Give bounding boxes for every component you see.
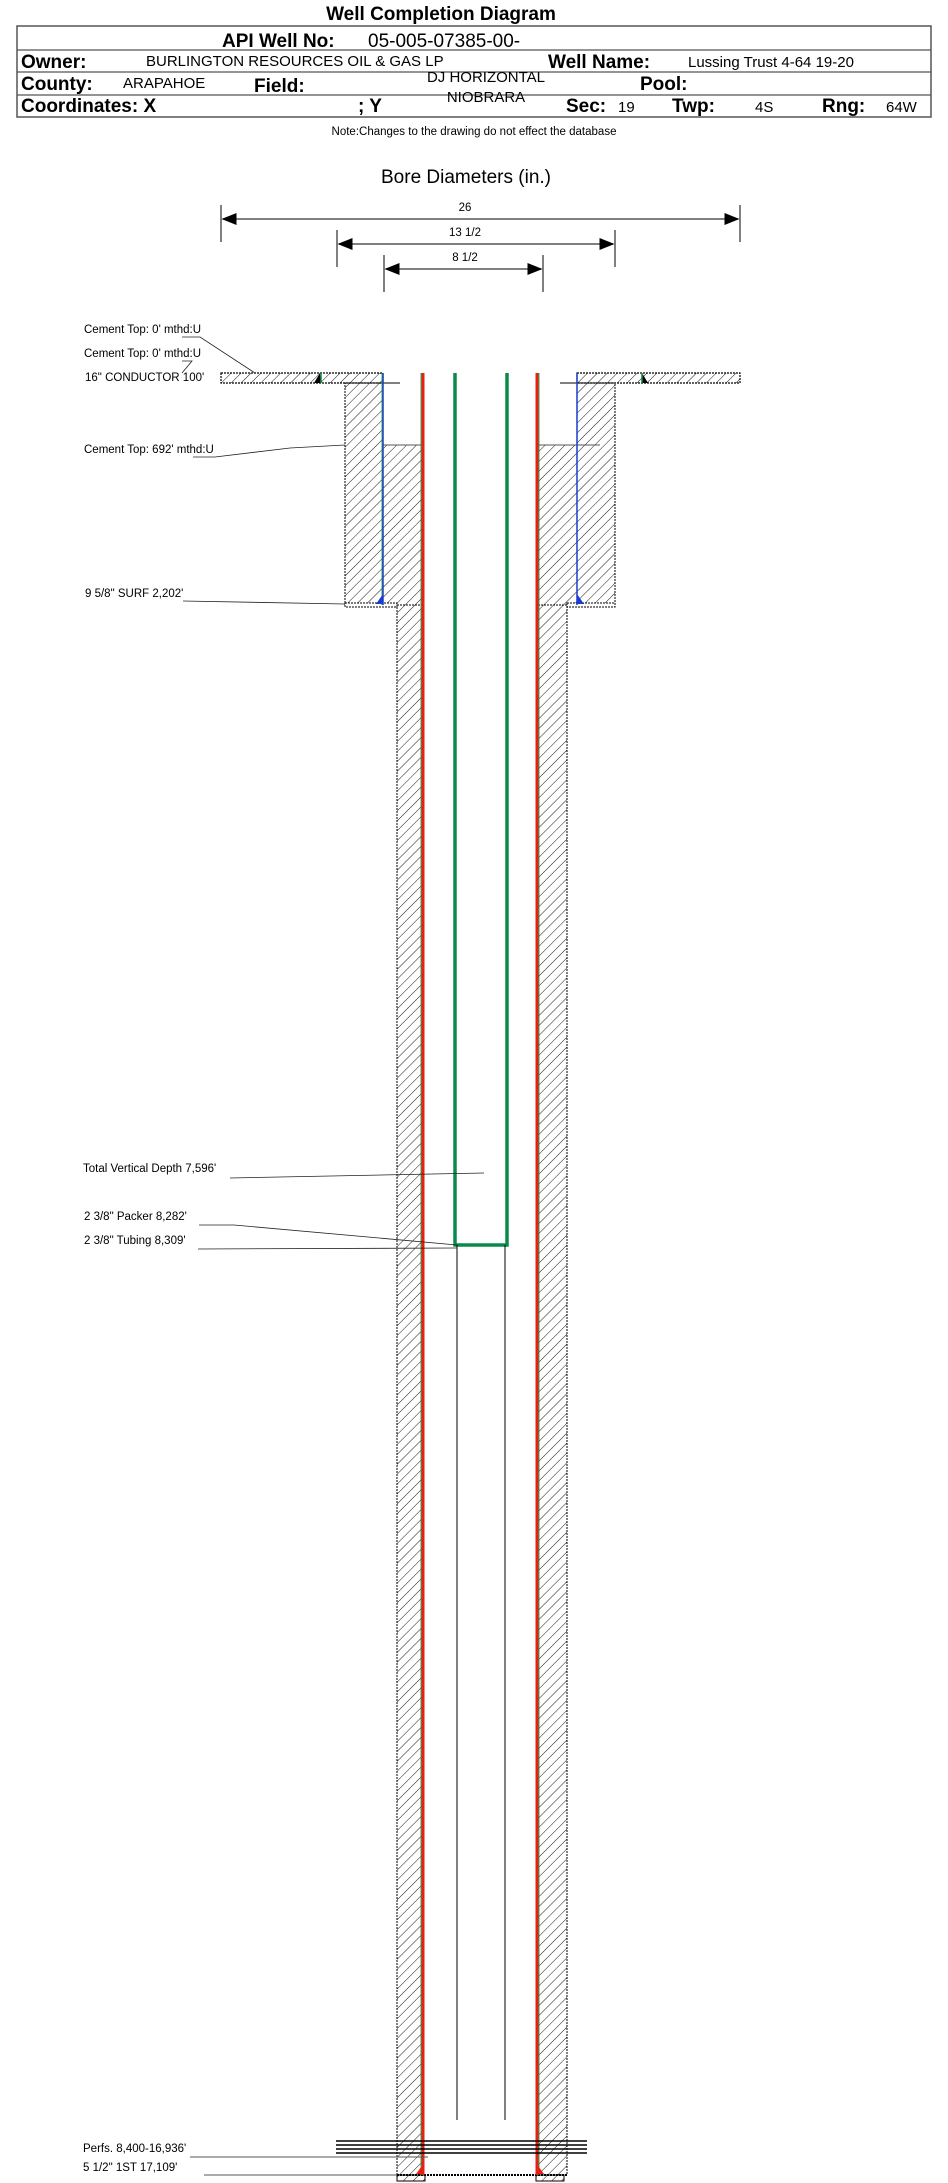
tubing bbox=[453, 373, 509, 2120]
cement-top-label: Cement Top: 692' mthd:U bbox=[84, 444, 214, 456]
cement-top-label: Cement Top: 0' mthd:U bbox=[84, 324, 201, 336]
production-casing bbox=[416, 373, 544, 2175]
production-casing-label: 5 1/2" 1ST 17,109' bbox=[83, 2162, 177, 2174]
sec-label: Sec: bbox=[566, 96, 606, 117]
field-label: Field: bbox=[254, 76, 305, 97]
rng-label: Rng: bbox=[822, 96, 865, 117]
dimension-label: 13 1/2 bbox=[449, 227, 481, 239]
perfs-label: Perfs. 8,400-16,936' bbox=[83, 2143, 186, 2155]
conductor bbox=[220, 372, 741, 384]
coord-y-label: ; Y bbox=[358, 96, 382, 117]
production-hole-cement bbox=[396, 604, 568, 2182]
rng-value: 64W bbox=[886, 99, 918, 116]
tvd-label: Total Vertical Depth 7,596' bbox=[83, 1163, 216, 1175]
well-name-value: Lussing Trust 4-64 19-20 bbox=[688, 54, 854, 71]
packer-label: 2 3/8" Packer 8,282' bbox=[84, 1211, 187, 1223]
dimension-26: 26 bbox=[220, 202, 741, 242]
dimension-label: 8 1/2 bbox=[452, 252, 478, 264]
county-label: County: bbox=[21, 74, 93, 95]
conductor-label: 16" CONDUCTOR 100' bbox=[85, 372, 204, 384]
surface-hole-cement bbox=[344, 382, 616, 608]
tubing-label: 2 3/8" Tubing 8,309' bbox=[84, 1235, 186, 1247]
field-value-1: DJ HORIZONTAL bbox=[427, 69, 545, 86]
leader-line bbox=[197, 1247, 458, 1250]
leader-line bbox=[181, 360, 193, 374]
field-value-2: NIOBRARA bbox=[447, 89, 525, 106]
owner-label: Owner: bbox=[21, 52, 86, 73]
leader-line bbox=[193, 444, 346, 458]
api-label: API Well No: bbox=[222, 31, 335, 52]
note: Note:Changes to the drawing do not effec… bbox=[332, 126, 617, 138]
surface-casing-label: 9 5/8" SURF 2,202' bbox=[85, 588, 183, 600]
dimension-13-1-2: 13 1/2 bbox=[336, 227, 616, 267]
leader-line bbox=[199, 1224, 458, 1246]
dimension-label: 26 bbox=[459, 202, 472, 214]
api-value: 05-005-07385-00- bbox=[368, 31, 520, 52]
twp-label: Twp: bbox=[672, 96, 715, 117]
county-value: ARAPAHOE bbox=[123, 75, 205, 92]
well-name-label: Well Name: bbox=[548, 52, 650, 73]
page-title: Well Completion Diagram bbox=[326, 4, 556, 25]
surface-casing bbox=[376, 373, 584, 605]
coord-x-label: Coordinates: X bbox=[21, 96, 156, 117]
bore-title: Bore Diameters (in.) bbox=[381, 167, 551, 188]
owner-value: BURLINGTON RESOURCES OIL & GAS LP bbox=[146, 53, 444, 70]
leader-line bbox=[182, 336, 256, 374]
pool-label: Pool: bbox=[640, 74, 688, 95]
leader-line bbox=[229, 1172, 485, 1179]
sec-value: 19 bbox=[618, 99, 635, 116]
leader-line bbox=[182, 600, 346, 605]
perforations bbox=[336, 2140, 587, 2154]
cement-top-label: Cement Top: 0' mthd:U bbox=[84, 348, 201, 360]
twp-value: 4S bbox=[755, 99, 773, 116]
dimension-8-1-2: 8 1/2 bbox=[383, 252, 544, 292]
